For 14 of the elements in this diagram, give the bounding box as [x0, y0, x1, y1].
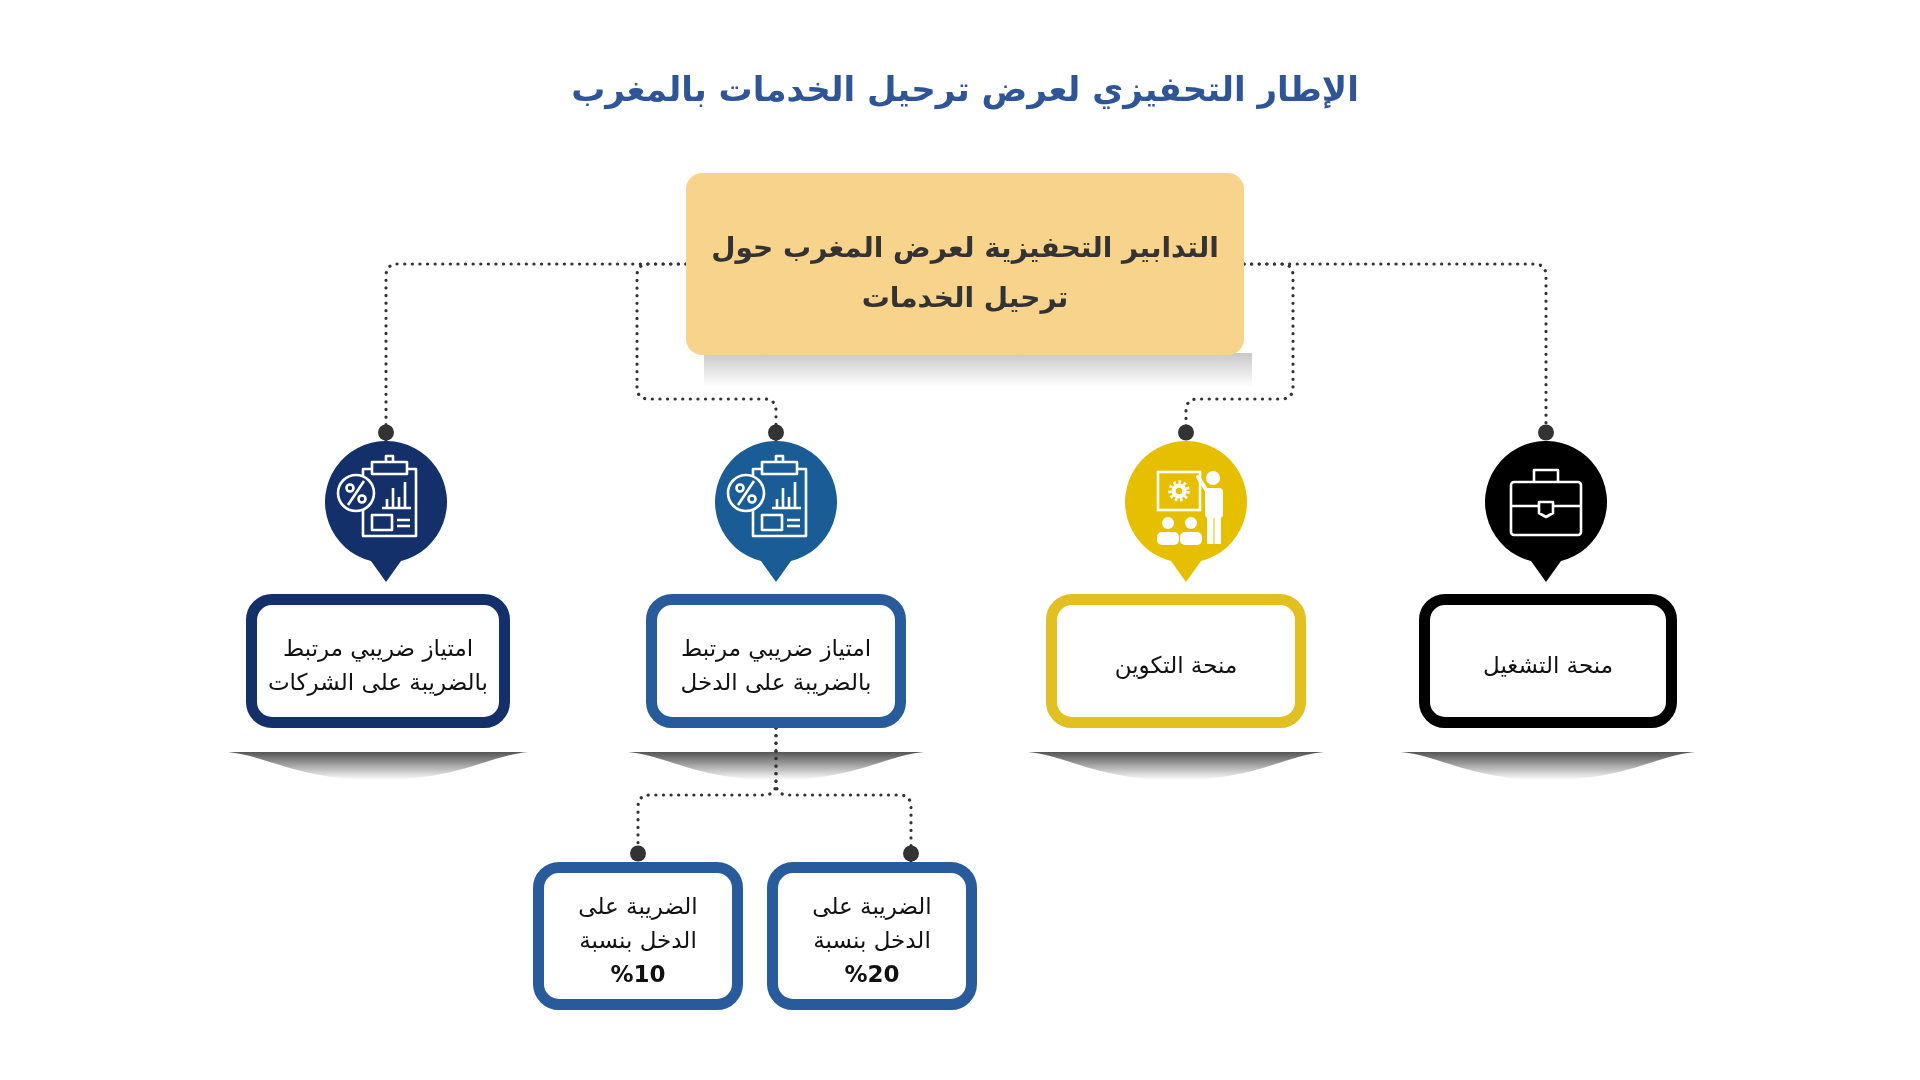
map-pin: [715, 441, 837, 582]
map-pin: [325, 441, 447, 582]
text-box: منحة التكوين: [1046, 594, 1306, 728]
dotted-connector: [630, 726, 778, 864]
dotted-connector: [378, 262, 688, 443]
text-box: امتياز ضريبي مرتبط بالضريبة على الشركات: [246, 594, 510, 728]
title: الإطار التحفيزي لعرض ترحيل الخدمات بالمغرب: [571, 68, 1359, 112]
map-pin: [1125, 441, 1247, 582]
heading-box: التدابير التحفيزية لعرض المغرب حول ترحيل الخدمات: [686, 173, 1244, 355]
dotted-connector: [1178, 262, 1295, 443]
text-box: منحة التشغيل: [1419, 594, 1677, 728]
dotted-connector: [635, 262, 784, 443]
text-box: امتياز ضريبي مرتبط بالضريبة على الدخل: [646, 594, 906, 728]
map-pin: [1485, 441, 1607, 582]
